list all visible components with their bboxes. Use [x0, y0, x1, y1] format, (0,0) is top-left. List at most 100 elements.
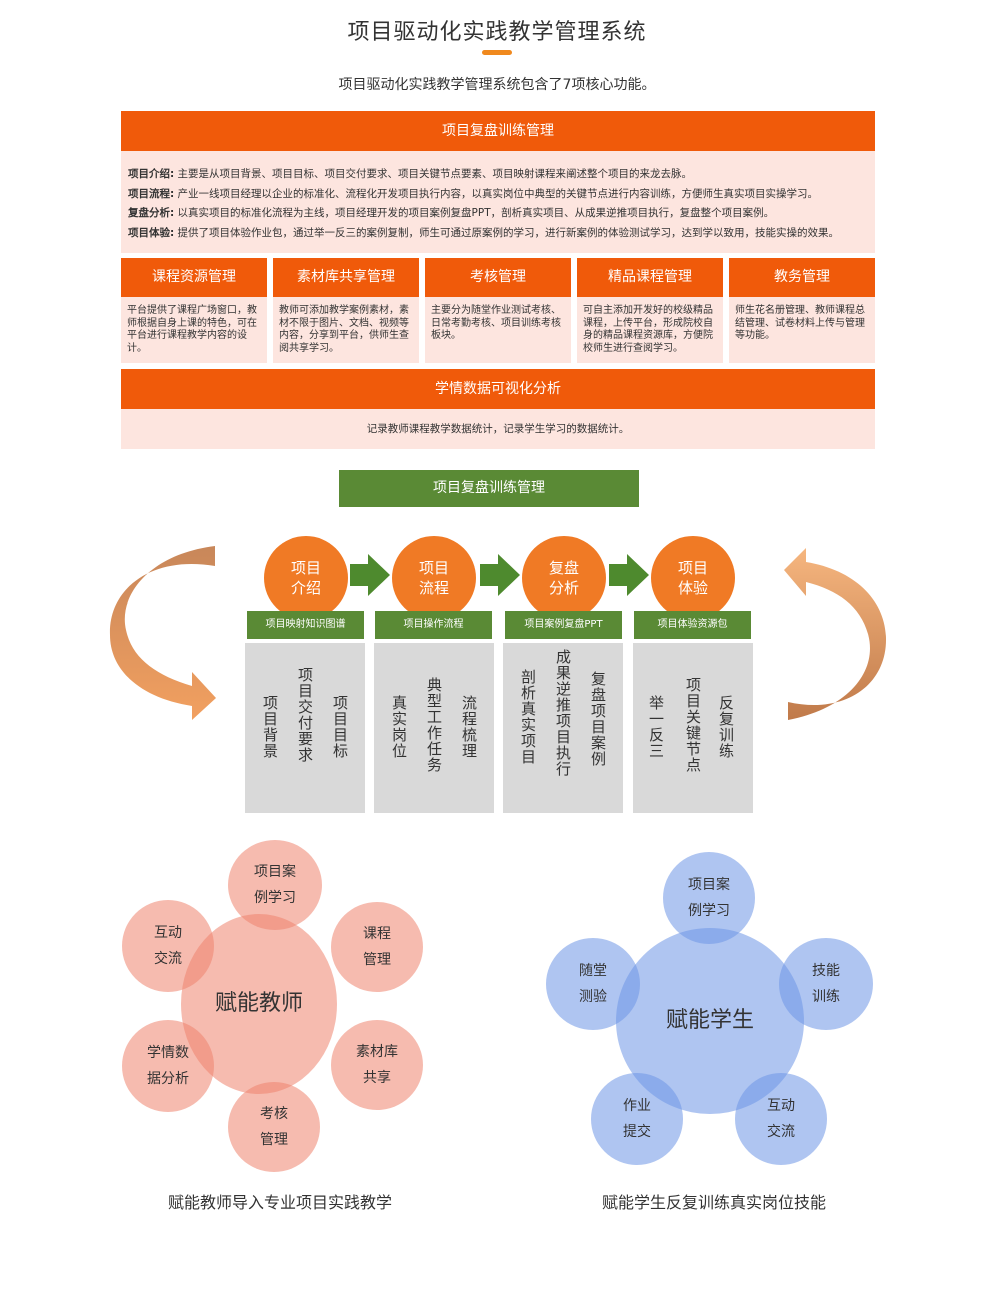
bubble-line: 课程	[363, 926, 391, 942]
bubble-line: 管理	[260, 1132, 288, 1148]
teacher-bubble: 互动交流	[122, 900, 214, 992]
step-label: 项目映射知识图谱	[247, 611, 364, 639]
bottom-module-header: 学情数据可视化分析	[121, 369, 875, 409]
detail-text: 项目关键节点	[684, 677, 702, 773]
title-underline	[482, 50, 512, 55]
row-text: 主要是从项目背景、项目目标、项目交付要求、项目关键节点要素、项目映射课程来阐述整…	[177, 168, 693, 180]
detail-text: 成果逆推项目执行	[554, 649, 572, 777]
detail-text: 复盘项目案例	[589, 671, 607, 767]
module-title: 教务管理	[729, 258, 875, 297]
row-label: 项目流程:	[128, 187, 175, 200]
student-bubble: 项目案例学习	[663, 852, 755, 944]
row-label: 复盘分析:	[128, 207, 175, 219]
top-row: 项目体验: 提供了项目体验作业包，通过举一反三的案例复制，师生可通过原案例的学习…	[128, 224, 865, 244]
module-title: 考核管理	[425, 258, 571, 297]
step-line: 流程	[418, 579, 449, 597]
detail-text: 项目背景	[261, 695, 279, 759]
step-line: 复盘	[548, 559, 579, 577]
bubble-line: 管理	[363, 952, 391, 968]
student-bubble: 互动交流	[735, 1073, 827, 1165]
top-row: 项目介绍: 主要是从项目背景、项目目标、项目交付要求、项目关键节点要素、项目映射…	[128, 165, 865, 185]
detail-text: 举一反三	[647, 695, 665, 759]
detail-text: 流程梳理	[460, 695, 478, 759]
row-text: 提供了项目体验作业包，通过举一反三的案例复制，师生可通过原案例的学习，进行新案例…	[177, 226, 840, 239]
cycle-arrow-right-icon	[784, 548, 887, 720]
step-line: 分析	[548, 579, 579, 597]
teacher-caption: 赋能教师导入专业项目实践教学	[167, 1193, 392, 1212]
detail-text: 剖析真实项目	[519, 669, 537, 765]
step-detail-box: 复盘项目案例 成果逆推项目执行 剖析真实项目	[503, 643, 623, 813]
step-line: 项目	[290, 559, 321, 577]
step-line: 介绍	[290, 579, 321, 597]
student-bubble: 随堂测验	[546, 938, 640, 1030]
step-circle: 项目流程	[392, 536, 476, 620]
flow-title: 项目复盘训练管理	[339, 470, 639, 507]
student-bubble: 技能训练	[779, 938, 873, 1030]
step-line: 项目	[418, 559, 449, 577]
bubble-line: 测验	[579, 989, 607, 1005]
row-text: 以真实项目的标准化流程为主线，项目经理开发的项目案例复盘PPT，剖析真实项目、从…	[177, 207, 775, 219]
step-circle: 复盘分析	[522, 536, 606, 620]
top-row: 复盘分析: 以真实项目的标准化流程为主线，项目经理开发的项目案例复盘PPT，剖析…	[128, 204, 865, 224]
arrow-right-icon	[350, 554, 390, 596]
bubble-line: 例学习	[254, 890, 296, 906]
step-circle: 项目体验	[651, 536, 735, 620]
top-row: 项目流程: 产业一线项目经理以企业的标准化、流程化开发项目执行内容，以真实岗位中…	[128, 185, 865, 205]
bubble-line: 项目案	[254, 864, 296, 880]
step-detail-box: 项目目标 项目交付要求 项目背景	[245, 643, 365, 813]
bubble-line: 共享	[363, 1070, 391, 1086]
flow-arrows	[350, 554, 649, 596]
bubble-line: 互动	[154, 925, 182, 941]
step-circle: 项目介绍	[264, 536, 348, 620]
row-label: 项目介绍:	[128, 168, 175, 180]
detail-text: 项目交付要求	[296, 667, 314, 763]
step-line: 项目	[677, 559, 708, 577]
step-label: 项目操作流程	[375, 611, 492, 639]
module-text: 教师可添加教学案例素材，素材不限于图片、文档、视频等内容，分享到平台，供师生查阅…	[273, 297, 419, 363]
module-course: 课程资源管理 平台提供了课程广场窗口，教师根据自身上课的特色，可在平台进行课程教…	[121, 258, 267, 363]
page-subtitle: 项目驱动化实践教学管理系统包含了7项核心功能。	[338, 77, 656, 93]
teacher-bubble: 考核管理	[228, 1082, 320, 1172]
step-line: 体验	[677, 579, 708, 597]
module-material: 素材库共享管理 教师可添加教学案例素材，素材不限于图片、文档、视频等内容，分享到…	[273, 258, 419, 363]
bubble-line: 素材库	[356, 1044, 398, 1060]
step-detail-box: 反复训练 项目关键节点 举一反三	[633, 643, 753, 813]
teacher-bubble: 课程管理	[331, 902, 423, 992]
step-detail-box: 流程梳理 典型工作任务 真实岗位	[374, 643, 494, 813]
bubble-line: 随堂	[579, 963, 607, 979]
step-label: 项目案例复盘PPT	[505, 611, 622, 639]
bubble-line: 交流	[154, 951, 182, 967]
bubble-line: 作业	[623, 1098, 651, 1114]
cycle-arrows	[109, 546, 887, 720]
bubble-line: 交流	[767, 1124, 795, 1140]
teacher-bubble: 项目案例学习	[228, 840, 322, 930]
bubble-line: 考核	[260, 1106, 288, 1122]
module-text: 可自主添加开发好的校级精品课程，上传平台，形成院校自身的精品课程资源库，方便院校…	[577, 297, 723, 363]
bubble-line: 训练	[812, 989, 840, 1005]
detail-text: 典型工作任务	[425, 677, 443, 773]
arrow-right-icon	[609, 554, 649, 596]
bottom-module-body: 记录教师课程教学数据统计，记录学生学习的数据统计。	[121, 409, 875, 449]
bubble-line: 例学习	[688, 903, 730, 919]
module-title: 素材库共享管理	[273, 258, 419, 297]
bubble-line: 项目案	[688, 877, 730, 893]
module-text: 平台提供了课程广场窗口，教师根据自身上课的特色，可在平台进行课程教学内容的设计。	[121, 297, 267, 363]
bubble-line: 据分析	[147, 1071, 189, 1087]
top-module-header: 项目复盘训练管理	[121, 111, 875, 151]
module-text: 师生花名册管理、教师课程总结管理、试卷材料上传与管理等功能。	[729, 297, 875, 363]
module-title: 课程资源管理	[121, 258, 267, 297]
teacher-bubble: 学情数据分析	[122, 1020, 214, 1112]
bubble-line: 学情数	[147, 1045, 189, 1061]
module-title: 精品课程管理	[577, 258, 723, 297]
detail-text: 真实岗位	[390, 695, 408, 759]
bubble-line: 技能	[812, 963, 840, 979]
page-title: 项目驱动化实践教学管理系统	[347, 20, 647, 45]
module-text: 主要分为随堂作业测试考核、日常考勤考核、项目训练考核板块。	[425, 297, 571, 363]
row-text: 产业一线项目经理以企业的标准化、流程化开发项目执行内容，以真实岗位中典型的关键节…	[177, 187, 819, 200]
student-caption: 赋能学生反复训练真实岗位技能	[601, 1193, 826, 1212]
module-academic: 教务管理 师生花名册管理、教师课程总结管理、试卷材料上传与管理等功能。	[729, 258, 875, 363]
arrow-right-icon	[480, 554, 520, 596]
step-label: 项目体验资源包	[634, 611, 751, 639]
detail-text: 反复训练	[717, 695, 735, 759]
module-premium: 精品课程管理 可自主添加开发好的校级精品课程，上传平台，形成院校自身的精品课程资…	[577, 258, 723, 363]
